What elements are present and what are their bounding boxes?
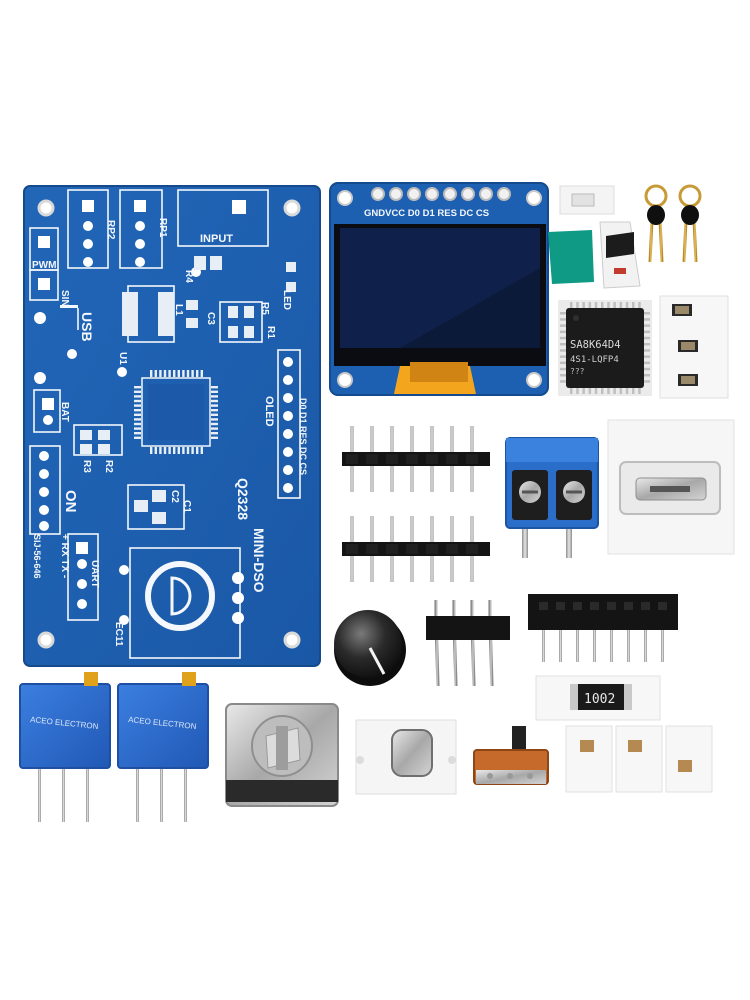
pcb-label-led: LED [281, 290, 292, 310]
pcb-label-oled-pins: D0 D1 RES DC CS [298, 398, 308, 475]
male-pin-header-top [342, 426, 490, 492]
pcb-label-uart: UART [89, 560, 100, 588]
pcb-label-uart-pins: + RX TX - [59, 534, 70, 578]
led-components [644, 184, 702, 263]
pcb-label-c2: C2 [169, 490, 180, 503]
female-pin-header [528, 594, 678, 662]
pcb-label-sin: SIN [59, 290, 70, 307]
mcu-marking-line3: ??? [570, 367, 585, 376]
male-pin-header-bottom [342, 516, 490, 582]
encoder-footprint [145, 561, 215, 631]
pcb-label-pwm: PWM [32, 260, 56, 271]
pcb-label-r3: R3 [81, 460, 92, 473]
smd-resistor-tape [559, 185, 615, 215]
smd-inductor [355, 719, 457, 795]
pcb-label-input: INPUT [200, 233, 233, 245]
ec11-rotary-encoder [225, 703, 339, 807]
pcb-label-serial: SIJ-56-646 [32, 534, 42, 579]
slide-switch [473, 726, 549, 785]
oled-module: GNDVCC D0 D1 RES DC CS [329, 182, 549, 396]
resistor-code: 1002 [584, 692, 615, 707]
pcb-board: PWM SIN USB BAT ON INPUT RP2 RP1 R4 R5 R… [23, 185, 321, 667]
pcb-label-r2: R2 [103, 460, 114, 473]
pcb-label-c1: C1 [181, 500, 192, 513]
pcb-label-q-code: Q2328 [235, 478, 251, 520]
right-angle-pin-header [426, 600, 510, 687]
crystal-and-smd-led [548, 221, 641, 289]
pcb-label-oled: OLED [263, 396, 275, 427]
smd-capacitor-tape [659, 295, 729, 399]
smd-caps-bottom [565, 725, 713, 793]
pcb-label-mini-dso: MINI-DSO [251, 528, 267, 593]
pcb-label-ec11: EC11 [113, 622, 124, 647]
pcb-label-r1: R1 [265, 326, 276, 339]
mcu-chip: SA8K64D4 4S1-LQFP4 ??? [558, 300, 652, 396]
pcb-label-r5: R5 [259, 302, 270, 315]
pcb-label-c3: C3 [205, 312, 216, 325]
mcu-footprint [134, 370, 218, 454]
pcb-label-r4: R4 [183, 270, 194, 283]
trimmer-pot-right: ACEO ELECTRON [117, 672, 209, 822]
oled-header-pads [371, 187, 511, 201]
mcu-marking-line1: SA8K64D4 [570, 339, 621, 351]
mcu-marking-line2: 4S1-LQFP4 [570, 355, 619, 365]
pcb-pads [34, 200, 293, 625]
pcb-label-bat: BAT [59, 402, 70, 422]
pcb-label-l1: L1 [173, 304, 184, 316]
pcb-label-on: ON [62, 490, 79, 513]
pcb-label-u1: U1 [117, 352, 128, 365]
screw-terminal [505, 437, 599, 558]
rotary-knob [334, 610, 406, 686]
oled-pin-labels: GNDVCC D0 D1 RES DC CS [364, 208, 489, 219]
pcb-label-usb: USB [79, 312, 95, 342]
pcb-label-rp1: RP1 [157, 218, 168, 238]
smd-resistor-1002: 1002 [535, 675, 661, 721]
pcb-label-rp2: RP2 [105, 220, 116, 240]
usb-connector [607, 419, 735, 555]
mounting-holes [37, 199, 301, 649]
trimmer-pot-left: ACEO ELECTRON [19, 672, 111, 822]
